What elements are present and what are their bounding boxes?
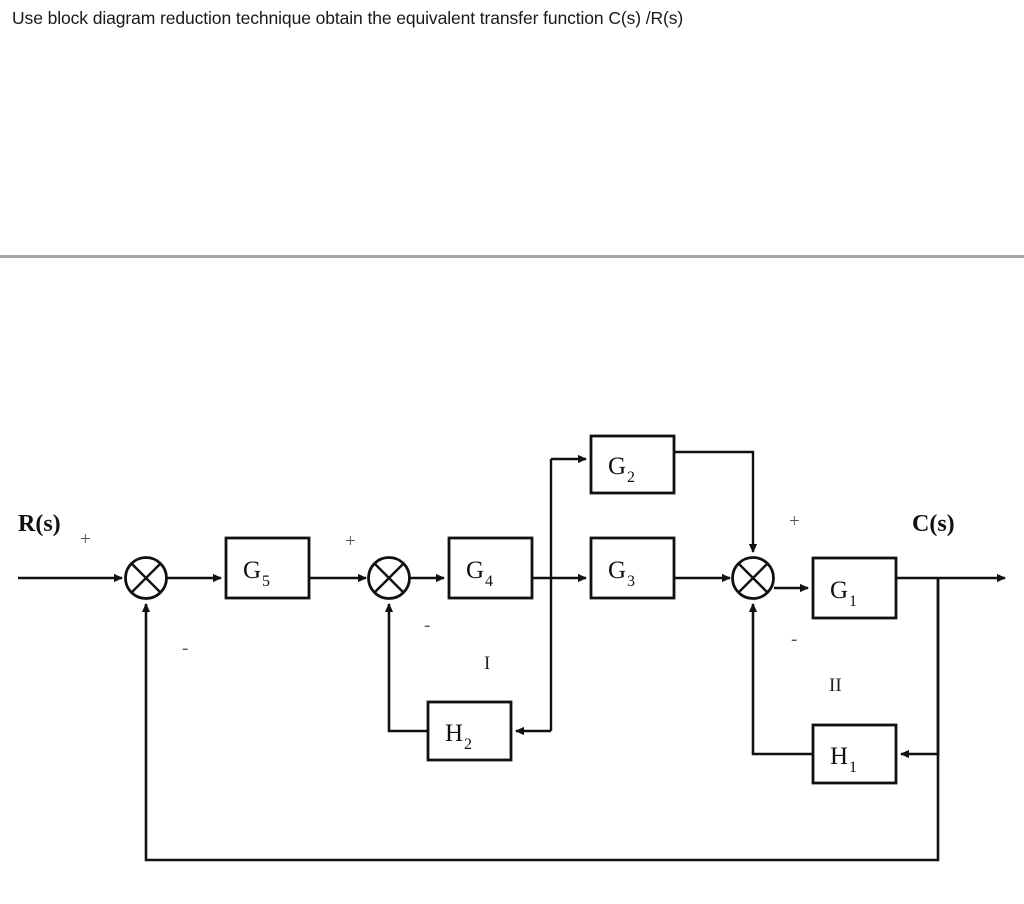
block-g3: G 3	[589, 536, 676, 600]
block-g5-subscript: 5	[262, 573, 270, 590]
sum1-plus-sign: +	[80, 529, 91, 550]
block-h2-subscript: 2	[464, 736, 472, 753]
summing-junction-2	[367, 556, 411, 600]
loop-label-i: I	[484, 653, 490, 674]
block-h2: H 2	[426, 700, 513, 762]
block-h1: H 1	[811, 723, 898, 785]
block-g4-subscript: 4	[485, 573, 493, 590]
block-g2-label: G	[608, 453, 626, 480]
line-h1-to-sum3	[748, 603, 813, 756]
block-g4-label: G	[466, 557, 484, 584]
sum3-minus-sign: -	[791, 629, 797, 650]
block-g5-label: G	[243, 557, 261, 584]
block-h1-subscript: 1	[849, 759, 857, 776]
block-g4: G 4	[447, 536, 534, 600]
sum1-minus-sign: -	[182, 638, 188, 659]
block-g1-subscript: 1	[849, 593, 857, 610]
block-g3-subscript: 3	[627, 573, 635, 590]
loop-label-ii: II	[829, 675, 842, 696]
block-g2: G 2	[589, 434, 676, 495]
block-h2-label: H	[445, 720, 463, 747]
block-g5: G 5	[224, 536, 311, 600]
outer-feedback-loop	[141, 578, 940, 862]
block-h1-label: H	[830, 743, 848, 770]
input-label-rs: R(s)	[18, 511, 61, 537]
summing-junction-3	[731, 556, 775, 600]
block-g2-subscript: 2	[627, 469, 635, 486]
summing-junction-1	[124, 556, 168, 600]
sum2-plus-sign: +	[345, 531, 356, 552]
question-text: Use block diagram reduction technique ob…	[12, 8, 684, 28]
block-g1: G 1	[811, 556, 898, 620]
horizontal-divider	[0, 255, 1024, 258]
output-label-cs: C(s)	[912, 511, 955, 537]
sum2-minus-sign: -	[424, 615, 430, 636]
block-g1-label: G	[830, 577, 848, 604]
line-g2-to-sum3	[674, 450, 758, 553]
sum3-plus-sign: +	[789, 511, 800, 532]
line-h2-to-sum2	[384, 603, 428, 733]
line-output-takeoff-to-h1	[900, 578, 940, 759]
block-g3-label: G	[608, 557, 626, 584]
